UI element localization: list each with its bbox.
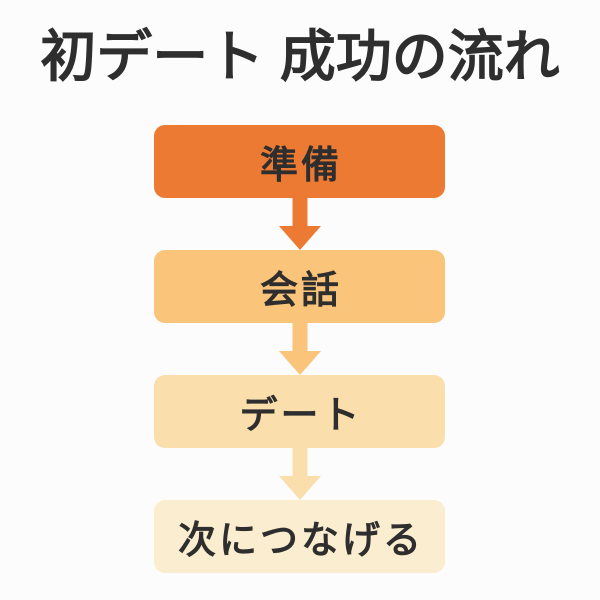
- flow-step-conversation: 会話: [154, 250, 445, 323]
- down-arrow-icon: [278, 448, 321, 500]
- flow-step-follow-up: 次につなげる: [154, 500, 445, 573]
- step-label: 会話: [259, 270, 342, 312]
- flow-step-date: デート: [154, 375, 445, 448]
- step-label: 準備: [259, 145, 342, 187]
- flowchart: 準備 会話 デート 次につなげる: [154, 125, 445, 573]
- page-title: 初デート 成功の流れ: [40, 25, 560, 88]
- down-arrow-icon: [278, 198, 321, 250]
- down-arrow-icon: [278, 323, 321, 375]
- flow-step-preparation: 準備: [154, 125, 445, 198]
- step-label: 次につなげる: [177, 520, 424, 562]
- step-label: デート: [239, 395, 363, 437]
